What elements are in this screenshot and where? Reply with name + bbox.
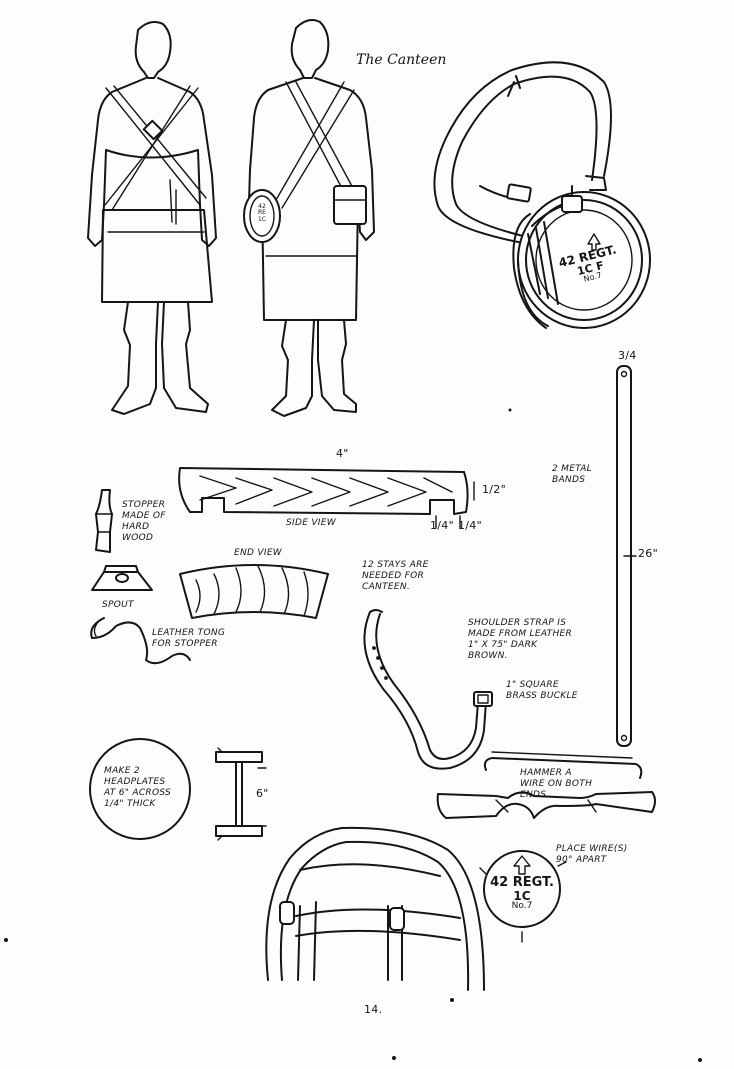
soldier-front-figure [87, 21, 217, 415]
canteen-perspective [433, 61, 651, 329]
tong-label: LEATHER TONG FOR STOPPER [152, 628, 226, 649]
spout-label: SPOUT [102, 600, 134, 610]
band-width-label: 3/4 [618, 349, 637, 362]
page-title: The Canteen [356, 52, 447, 68]
notch-a-label: 1/4" [430, 519, 454, 532]
spout [91, 565, 153, 591]
stave-end-view [179, 564, 329, 619]
leather-tong [90, 617, 191, 665]
wire-label: HAMMER A WIRE ON BOTH ENDS [520, 768, 593, 800]
width-label: 4" [336, 447, 349, 460]
marked-headplate [479, 850, 567, 943]
small-marking-top: 42 [258, 203, 266, 210]
shoulder-strap [363, 609, 493, 770]
thickness-label: 1/2" [482, 483, 506, 496]
soldier-back-figure [243, 19, 375, 417]
small-marking-bot: 1C [257, 215, 266, 223]
page-number: 14. [364, 1003, 383, 1016]
stopper [95, 489, 113, 553]
headplate-circle [89, 738, 191, 840]
marking-company: 1C [513, 888, 531, 903]
small-marking-mid: RE [258, 209, 266, 217]
marking-number: No.7 [511, 901, 533, 912]
metal-band [616, 365, 637, 747]
strap-label: SHOULDER STRAP IS MADE FROM LEATHER 1" X… [468, 618, 573, 661]
notch-b-label: 1/4" [458, 519, 482, 532]
headplate-profile [215, 747, 267, 841]
marked-headplate-text: 42 REGT. 1C No.7 [488, 876, 556, 912]
canteen-top-closeup [265, 826, 485, 991]
wire-board [436, 791, 656, 819]
place-wire-label: PLACE WIRE(S) 90° APART [556, 844, 628, 865]
band-length-label: 26" [638, 547, 658, 560]
stopper-label: STOPPER MADE OF HARD WOOD [122, 500, 166, 543]
side-view-label: SIDE VIEW [286, 518, 336, 528]
end-view-label: END VIEW [234, 548, 283, 558]
headplates-label: MAKE 2 HEADPLATES AT 6" ACROSS 1/4" THIC… [104, 766, 172, 809]
page-specks [4, 408, 702, 1062]
small-canteen-marking: 42 RE 1C [250, 203, 274, 223]
stave-side-view [178, 467, 475, 529]
bands-label: 2 METAL BANDS [552, 464, 592, 485]
headplate-size-label: 6" [256, 787, 269, 800]
wire [483, 751, 643, 779]
marking-regiment: 42 REGT. [490, 875, 554, 890]
buckle-label: 1" SQUARE BRASS BUCKLE [506, 680, 578, 701]
stays-label: 12 STAYS ARE NEEDED FOR CANTEEN. [362, 560, 429, 592]
